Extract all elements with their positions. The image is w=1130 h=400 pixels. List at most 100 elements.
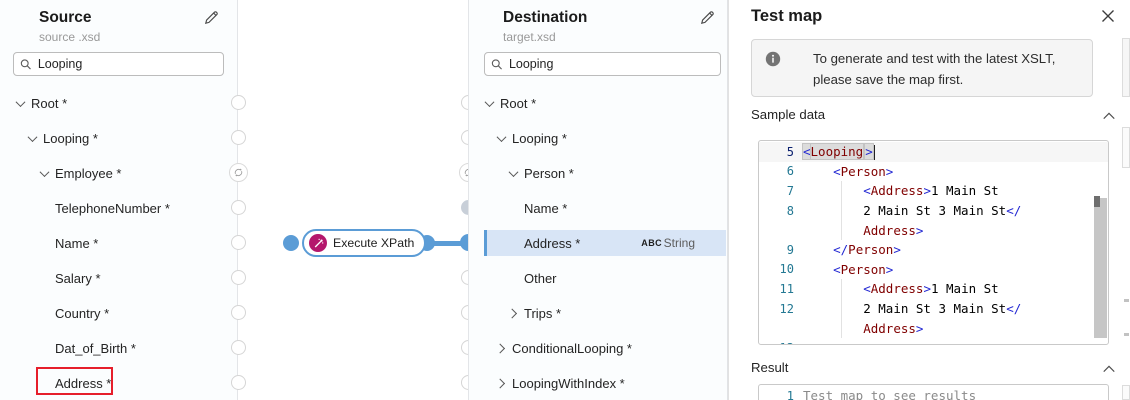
destination-search-input[interactable]: [508, 57, 714, 71]
connector-handle[interactable]: [230, 94, 246, 110]
editor-scrollbar[interactable]: [1094, 198, 1107, 338]
code-token: Address: [870, 281, 924, 297]
tree-node-looping[interactable]: Looping *: [0, 125, 236, 151]
code-token: [803, 164, 833, 179]
editor-line: 11 <Address>1 Main St: [759, 279, 1108, 299]
line-number: 10: [779, 262, 794, 277]
code-text: <Looping>: [803, 143, 876, 160]
sample-data-editor[interactable]: 5<Looping>6 <Person>7 <Address>1 Main St…: [758, 140, 1109, 345]
connector-handle[interactable]: [230, 304, 246, 320]
tree-node-conditionallooping[interactable]: ConditionalLooping *: [469, 335, 726, 361]
code-token: </: [1006, 203, 1022, 219]
loop-connector-handle[interactable]: [228, 162, 248, 182]
tree-node-label: Address *: [55, 375, 112, 391]
tree-node-looping[interactable]: Looping *: [469, 125, 726, 151]
destination-schema-tree: Root * Looping * Person * Name * Address *AB…: [469, 0, 727, 400]
result-placeholder-text: Test map to see results: [803, 388, 977, 400]
code-token: >: [885, 261, 894, 277]
chevron-right-icon[interactable]: [495, 378, 506, 388]
source-search-box[interactable]: [13, 52, 224, 76]
destination-search-box[interactable]: [484, 52, 721, 76]
connector-handle[interactable]: [230, 374, 246, 390]
connector-handle[interactable]: [230, 339, 246, 355]
source-search-input[interactable]: [37, 57, 217, 71]
chevron-down-icon[interactable]: [496, 131, 507, 142]
chevron-down-icon[interactable]: [27, 131, 38, 142]
connector-handle[interactable]: [230, 199, 246, 215]
code-token: Looping: [810, 143, 864, 159]
tree-node-person[interactable]: Person *: [469, 160, 726, 186]
tree-node-label: Employee *: [55, 165, 122, 181]
indent-guide: [841, 181, 842, 240]
edge-sliver: [1122, 127, 1130, 168]
indent-guide: [841, 279, 842, 338]
result-editor[interactable]: 1 Test map to see results: [758, 384, 1109, 400]
edit-destination-schema-button[interactable]: [697, 9, 717, 29]
connector-handle[interactable]: [230, 129, 246, 145]
close-panel-button[interactable]: [1097, 6, 1119, 28]
code-token: <: [833, 163, 841, 179]
tree-node-dat-of-birth[interactable]: Dat_of_Birth *: [0, 335, 236, 361]
line-number: 8: [786, 203, 794, 218]
connector-handle[interactable]: [230, 269, 246, 285]
tree-node-salary[interactable]: Salary *: [0, 265, 236, 291]
code-token: >: [923, 183, 931, 199]
chevron-right-icon[interactable]: [507, 308, 518, 318]
tree-node-label: Person *: [524, 165, 574, 181]
destination-panel-title: Destination: [503, 9, 588, 26]
code-token: </: [833, 242, 849, 258]
code-token: Person: [848, 242, 894, 258]
code-token: >: [893, 242, 901, 258]
mapper-canvas[interactable]: [238, 0, 469, 400]
tree-node-name[interactable]: Name *: [0, 230, 236, 256]
editor-line: Address>: [759, 318, 1108, 338]
collapse-result-button[interactable]: [1100, 361, 1118, 377]
test-map-title: Test map: [751, 7, 823, 25]
tree-node-trips[interactable]: Trips *: [469, 300, 726, 326]
tree-node-label: Address *: [524, 235, 581, 251]
tree-node-label: Other: [524, 270, 557, 286]
test-map-panel: Test map To generate and test with the l…: [728, 0, 1130, 400]
code-text: <Address>1 Main St: [803, 281, 999, 297]
chevron-right-icon[interactable]: [495, 343, 506, 353]
tree-node-name[interactable]: Name *: [469, 195, 726, 221]
tree-node-label: LoopingWithIndex *: [512, 375, 625, 391]
code-token: 1 Main St: [930, 183, 999, 199]
tree-node-address[interactable]: Address *: [0, 370, 236, 396]
editor-line: Address>: [759, 220, 1108, 240]
code-token: Address: [863, 320, 916, 336]
connection-wire[interactable]: [430, 240, 468, 246]
edge-sliver: [1124, 333, 1129, 336]
tree-node-telephonenumber[interactable]: TelephoneNumber *: [0, 195, 236, 221]
destination-panel: Destination target.xsd Root *Looping *Pe…: [468, 0, 728, 400]
code-token: Person: [840, 261, 886, 277]
search-icon: [491, 58, 502, 70]
save-map-info-message: To generate and test with the latest XSL…: [751, 39, 1093, 97]
code-token: 1 Main St: [930, 281, 999, 297]
tree-node-employee[interactable]: Employee *: [0, 160, 236, 186]
execute-xpath-function-node[interactable]: Execute XPath: [302, 229, 426, 257]
chevron-down-icon[interactable]: [508, 166, 519, 177]
tree-node-root[interactable]: Root *: [0, 90, 236, 116]
type-badge-string: String: [663, 236, 695, 250]
collapse-sample-data-button[interactable]: [1100, 108, 1118, 124]
tree-node-country[interactable]: Country *: [0, 300, 236, 326]
tree-node-label: Name *: [55, 235, 99, 251]
chevron-down-icon[interactable]: [484, 96, 495, 107]
result-section-label: Result: [751, 360, 789, 375]
tree-node-loopingwithindex[interactable]: LoopingWithIndex *: [469, 370, 726, 396]
edge-sliver: [1122, 385, 1130, 400]
code-token: Person: [840, 163, 886, 179]
connector-handle[interactable]: [230, 234, 246, 250]
tree-node-other[interactable]: Other: [469, 265, 726, 291]
chevron-down-icon[interactable]: [39, 166, 50, 177]
search-icon: [20, 58, 31, 69]
tree-node-root[interactable]: Root *: [469, 90, 726, 116]
function-input-handle[interactable]: [283, 235, 299, 251]
chevron-down-icon[interactable]: [15, 96, 26, 107]
edit-source-schema-button[interactable]: [201, 9, 221, 29]
code-token: [803, 183, 863, 198]
pencil-icon: [700, 11, 714, 25]
